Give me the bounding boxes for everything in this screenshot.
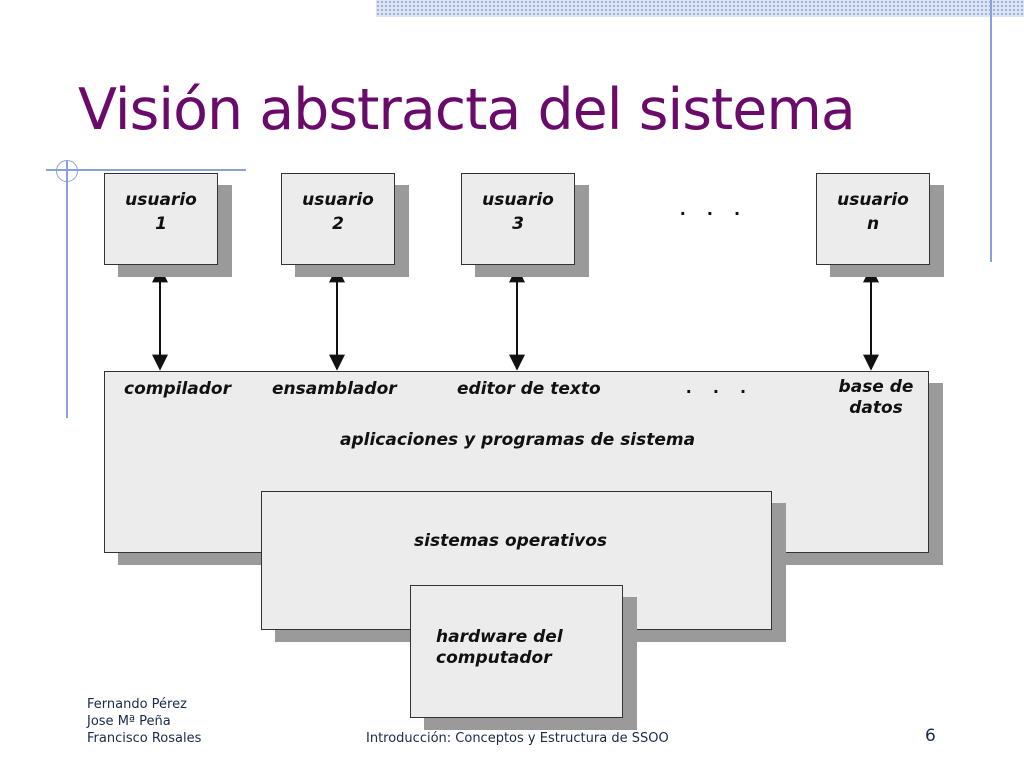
user-label-line1: usuario [125, 190, 197, 210]
decorative-crosshair-icon [56, 160, 78, 182]
decorative-pattern-band [376, 0, 1024, 17]
user-label-line1: usuario [482, 190, 554, 210]
decorative-vertical-line-left [66, 160, 68, 418]
user-box-3: usuario 3 [461, 173, 575, 265]
author-name: Fernando Pérez [87, 697, 187, 712]
database-label-line1: base de [838, 377, 914, 397]
author-name: Francisco Rosales [87, 731, 202, 746]
users-ellipsis: . . . [680, 198, 748, 220]
user-box-1: usuario 1 [104, 173, 218, 265]
slide-title: Visión abstracta del sistema [78, 77, 856, 143]
app-label-editor: editor de texto [457, 379, 601, 399]
page-number: 6 [925, 726, 936, 746]
user-box-label: usuario 2 [282, 188, 394, 236]
user-box-n: usuario n [816, 173, 930, 265]
user-box-label: usuario 3 [462, 188, 574, 236]
user-label-line2: 3 [512, 214, 524, 234]
user-label-line2: 2 [332, 214, 344, 234]
database-label-line2: datos [849, 398, 903, 418]
user-label-line2: n [866, 214, 880, 234]
footer-authors: Fernando Pérez Jose Mª Peña Francisco Ro… [87, 696, 201, 747]
os-layer-label: sistemas operativos [414, 531, 608, 551]
decorative-vertical-line-right [990, 0, 992, 262]
user-box-label: usuario n [817, 188, 929, 236]
applications-ellipsis: . . . [686, 376, 754, 398]
app-label-compilador: compilador [124, 379, 231, 399]
user-box-2: usuario 2 [281, 173, 395, 265]
hardware-layer-label: hardware del computador [436, 627, 563, 669]
author-name: Jose Mª Peña [87, 714, 171, 729]
footer-subtitle: Introducción: Conceptos y Estructura de … [366, 731, 669, 746]
user-label-line1: usuario [302, 190, 374, 210]
hardware-label-line1: hardware del [436, 627, 563, 647]
user-label-line2: 1 [155, 214, 167, 234]
app-label-database: base de datos [828, 377, 924, 419]
hardware-label-line2: computador [436, 648, 552, 668]
hardware-layer-box [410, 585, 623, 718]
app-label-ensamblador: ensamblador [272, 379, 397, 399]
decorative-horizontal-line [46, 169, 246, 171]
applications-layer-label: aplicaciones y programas de sistema [340, 430, 696, 450]
user-box-label: usuario 1 [105, 188, 217, 236]
user-label-line1: usuario [837, 190, 909, 210]
